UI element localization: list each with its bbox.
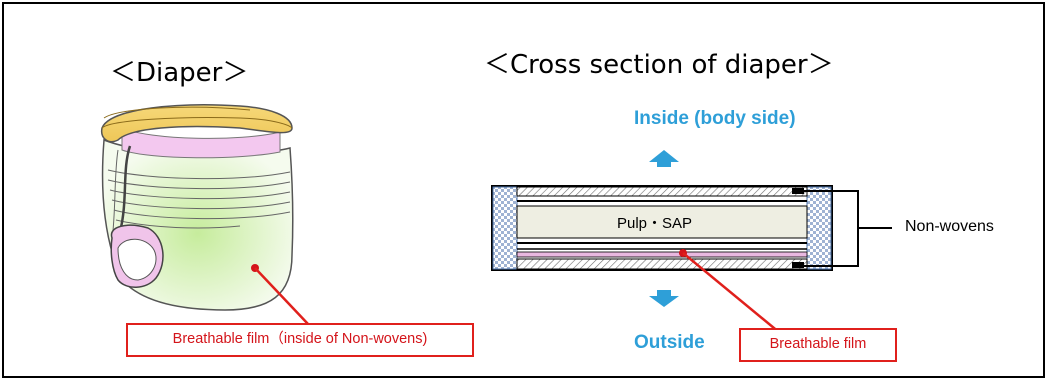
diaper-title: ＜Diaper＞ [110, 58, 249, 88]
outside-label: Outside [634, 332, 705, 353]
right-end-cap [806, 186, 832, 270]
outside-arrow-icon [649, 290, 679, 307]
cross-section-breathable-film-callout: Breathable film [739, 328, 897, 362]
inside-label: Inside (body side) [634, 108, 796, 129]
breathable-film-layer [516, 251, 808, 258]
cross-section-title: ＜Cross section of diaper＞ [484, 50, 834, 80]
bottom-nonwoven-layer [516, 258, 808, 270]
left-end-cap [492, 186, 518, 270]
inside-arrow-icon [649, 150, 679, 167]
diaper-waistband [100, 104, 293, 143]
top-nonwoven-layer [516, 186, 808, 197]
pulp-sap-core [516, 205, 808, 239]
diaper-inner [121, 127, 281, 159]
nonwovens-label: Non-wovens [905, 218, 994, 235]
diaper-breathable-film-callout: Breathable film（inside of Non-wovens) [126, 323, 474, 357]
cross-section-diagram [491, 150, 892, 334]
pulp-sap-label: Pulp・SAP [617, 215, 693, 232]
diaper-illustration [100, 104, 294, 311]
